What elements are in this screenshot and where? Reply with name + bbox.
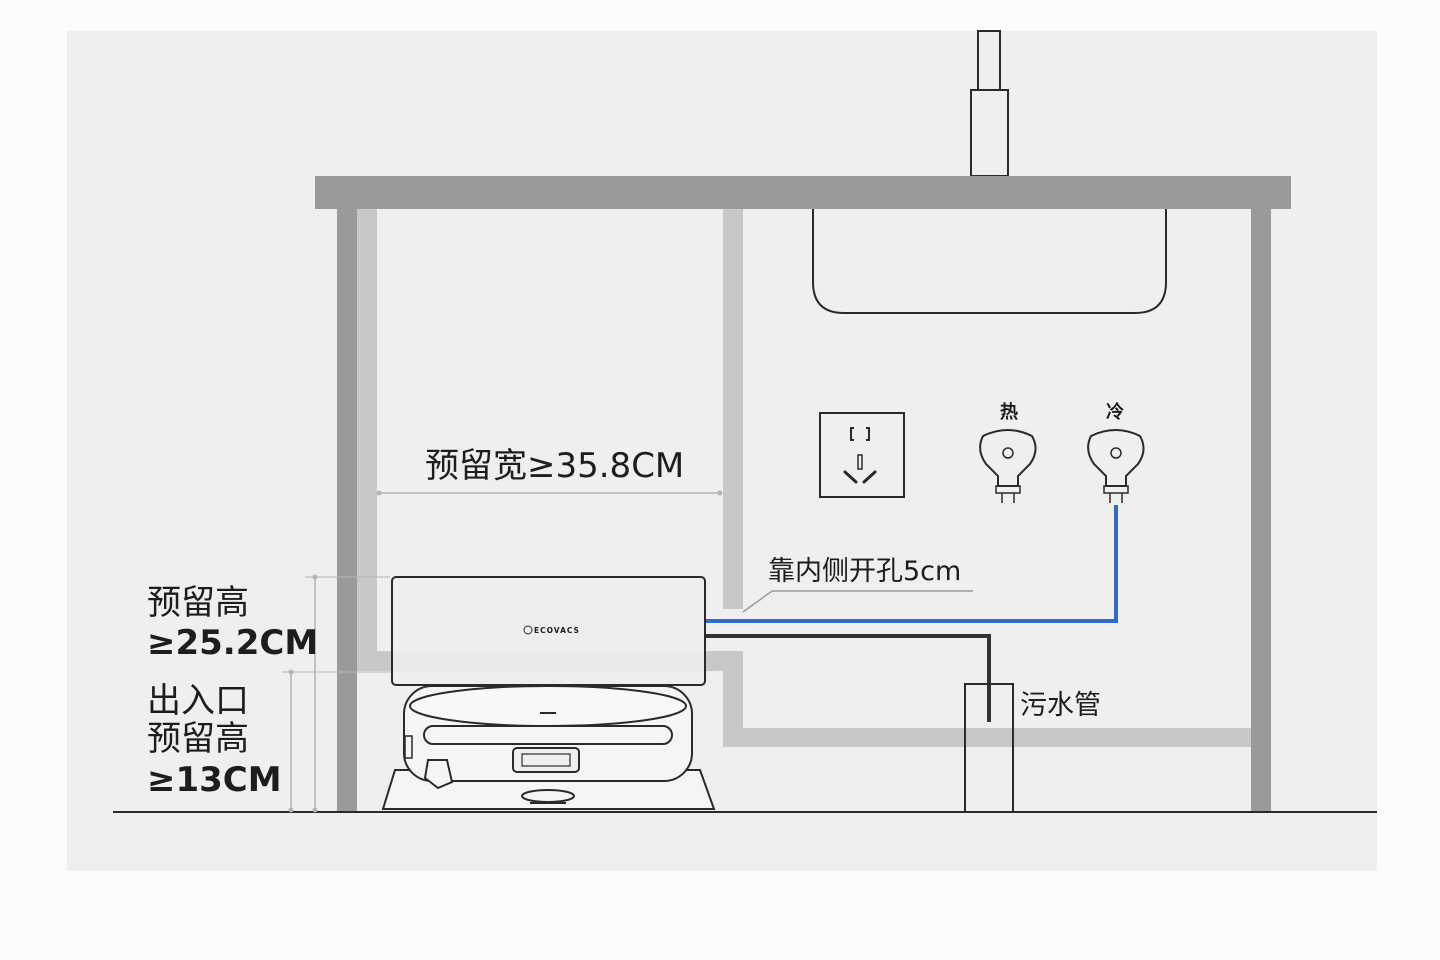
entrance-dimension-dot-top: [288, 669, 294, 675]
cold-valve-nut: [1103, 485, 1129, 494]
outlet-two-pin-slots: [850, 427, 870, 441]
entrance-label-3: ≥13CM: [147, 760, 282, 800]
hole-note-label: 靠内侧开孔5cm: [768, 556, 961, 587]
clean-water-pipe: [706, 505, 1118, 623]
robot-top-lid: [409, 685, 687, 727]
width-dimension-end-left: [376, 490, 382, 496]
robot-display: [512, 747, 580, 773]
robot-mop-pad: [521, 789, 575, 803]
cold-water-valve: [1087, 429, 1145, 503]
robot-vacuum: [381, 685, 716, 810]
robot-display-inner: [521, 753, 571, 767]
brand-logo-text: ECOVACS: [534, 626, 580, 635]
inner-divider: [723, 209, 743, 609]
countertop: [315, 176, 1291, 209]
hole-note-leader: [742, 590, 973, 613]
cold-label: 冷: [1106, 401, 1124, 423]
entrance-label-2: 预留高: [147, 719, 249, 759]
faucet-base: [970, 89, 1009, 177]
height-reserve-label-1: 预留高: [147, 583, 249, 623]
sewer-pipe: [964, 683, 1014, 813]
hot-label: 热: [1000, 401, 1018, 423]
height-reserve-label-2: ≥25.2CM: [147, 623, 318, 663]
hot-valve-nut: [995, 485, 1021, 494]
robot-side-button: [404, 735, 413, 759]
sink-basin: [812, 209, 1167, 314]
hot-water-valve: [979, 429, 1037, 503]
outlet-angled-slots: [843, 470, 877, 484]
robot-bumper: [423, 725, 673, 745]
robot-wheel: [423, 759, 454, 790]
sewer-pipe-label: 污水管: [1020, 690, 1101, 721]
entrance-dimension-dot-bottom: [288, 807, 294, 813]
inner-panel-left: [357, 209, 377, 651]
hot-valve-knob: [1002, 447, 1014, 459]
height-dimension-dot-bottom: [312, 807, 318, 813]
power-outlet: [819, 412, 905, 498]
shelf-lower: [723, 728, 1251, 747]
cabinet-leg-right: [1251, 209, 1271, 813]
cabinet-leg-left: [337, 209, 357, 813]
brand-logo-icon: [523, 625, 533, 635]
width-reserve-label: 预留宽≥35.8CM: [425, 446, 684, 486]
entrance-label-1: 出入口: [147, 681, 249, 721]
height-dimension-dot-top: [312, 574, 318, 580]
shelf-step: [723, 651, 743, 747]
faucet-stem: [977, 30, 1001, 92]
width-dimension-end-right: [717, 490, 723, 496]
dirty-water-pipe: [706, 634, 991, 722]
outlet-ground-slot: [857, 454, 863, 470]
cold-valve-knob: [1110, 447, 1122, 459]
